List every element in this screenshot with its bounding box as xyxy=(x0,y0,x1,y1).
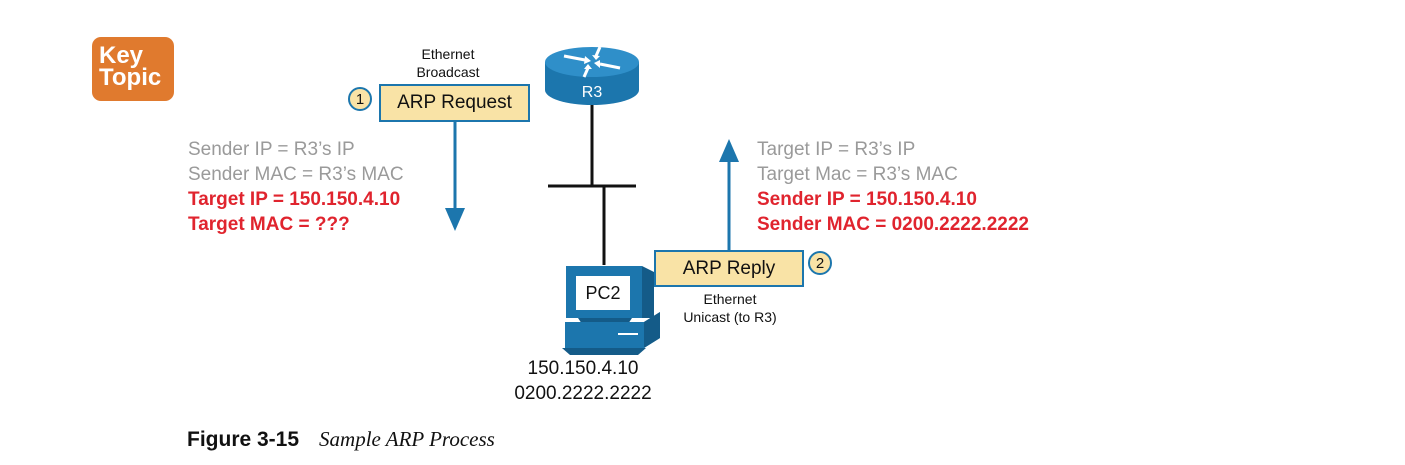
key-topic-line1: Key xyxy=(99,42,144,69)
request-target-mac: Target MAC = ??? xyxy=(188,214,350,235)
pc-label: PC2 xyxy=(585,283,621,303)
key-topic-badge: Key Topic xyxy=(92,37,174,101)
figure-number: Figure 3-15 xyxy=(187,428,300,451)
request-sender-mac: Sender MAC = R3’s MAC xyxy=(188,164,404,185)
link-lines xyxy=(548,105,636,265)
request-arrow xyxy=(445,120,465,231)
reply-target-ip: Target IP = R3’s IP xyxy=(757,139,916,160)
router-icon xyxy=(545,46,639,105)
request-frame-line1: Ethernet xyxy=(421,46,475,62)
reply-fields: Target IP = R3’s IP Target Mac = R3’s MA… xyxy=(757,137,1029,237)
pc-addresses: 150.150.4.10 0200.2222.2222 xyxy=(498,356,668,406)
pc-icon xyxy=(562,266,660,355)
reply-sender-mac: Sender MAC = 0200.2222.2222 xyxy=(757,214,1029,235)
request-target-ip: Target IP = 150.150.4.10 xyxy=(188,189,401,210)
reply-frame-type: Ethernet Unicast (to R3) xyxy=(670,290,790,326)
arp-request-box: ARP Request xyxy=(379,84,530,122)
router-label: R3 xyxy=(581,84,603,101)
reply-frame-line1: Ethernet xyxy=(703,291,757,307)
request-step-badge: 1 xyxy=(348,87,372,111)
reply-step-badge: 2 xyxy=(808,251,832,275)
pc-ip: 150.150.4.10 xyxy=(527,358,639,379)
reply-sender-ip: Sender IP = 150.150.4.10 xyxy=(757,189,977,210)
request-frame-type: Ethernet Broadcast xyxy=(388,45,508,81)
figure-caption: Figure 3-15 Sample ARP Process xyxy=(187,427,495,452)
arp-reply-box: ARP Reply xyxy=(654,250,804,287)
pc-mac: 0200.2222.2222 xyxy=(514,383,652,404)
figure-title: Sample ARP Process xyxy=(319,427,495,451)
request-frame-line2: Broadcast xyxy=(416,64,480,80)
reply-arrow xyxy=(719,139,739,250)
key-topic-line2: Topic xyxy=(99,64,162,91)
request-sender-ip: Sender IP = R3’s IP xyxy=(188,139,355,160)
reply-frame-line2: Unicast (to R3) xyxy=(683,309,777,325)
reply-target-mac: Target Mac = R3’s MAC xyxy=(757,164,958,185)
request-fields: Sender IP = R3’s IP Sender MAC = R3’s MA… xyxy=(188,137,404,237)
